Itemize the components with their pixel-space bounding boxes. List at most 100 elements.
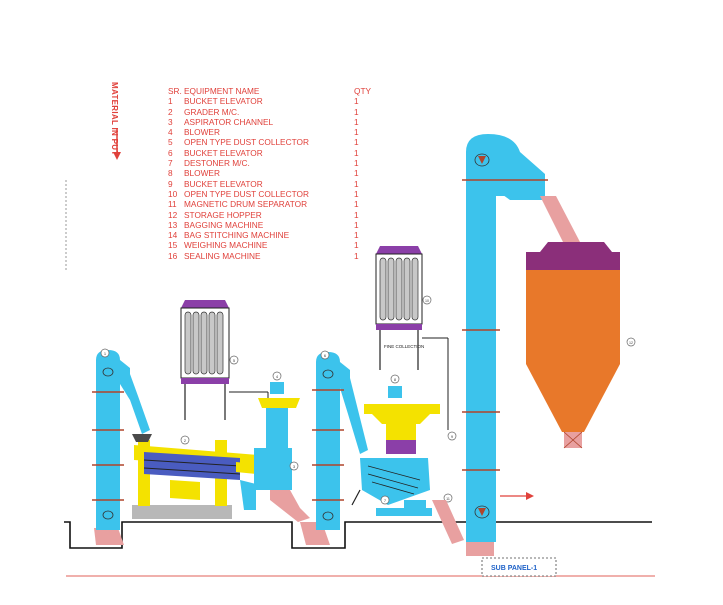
- legend-row: 3 ASPIRATOR CHANNEL 1: [168, 117, 368, 127]
- marker-8-circle: [390, 374, 400, 384]
- legend-sr: 2: [168, 106, 173, 117]
- legend-name: OPEN TYPE DUST COLLECTOR: [184, 188, 309, 199]
- dust-collector-10: [375, 246, 449, 430]
- legend-name: BUCKET ELEVATOR: [184, 178, 263, 189]
- legend-name: BAGGING MACHINE: [184, 219, 264, 230]
- legend-header-sr: SR.: [168, 86, 182, 96]
- fine-collection-label: FINE COLLECTION: [384, 344, 424, 349]
- material-input-arrow: [113, 128, 121, 160]
- legend-row: 5 OPEN TYPE DUST COLLECTOR 1: [168, 137, 368, 147]
- legend-qty: 1: [354, 137, 359, 148]
- legend-qty: 1: [354, 240, 359, 251]
- ground-line: [64, 521, 652, 549]
- legend-row: 15 WEIGHING MACHINE 1: [168, 240, 368, 250]
- legend-row: 13 BAGGING MACHINE 1: [168, 220, 368, 230]
- legend-name: BLOWER: [184, 127, 220, 138]
- legend-qty: 1: [354, 230, 359, 241]
- marker-9-text: 9: [451, 434, 454, 439]
- blower-4: [258, 382, 300, 408]
- discharge-chute: [432, 500, 464, 544]
- marker-6-text: 6: [324, 353, 327, 358]
- marker-10-circle: [422, 295, 432, 305]
- legend-qty: 1: [354, 116, 359, 127]
- output-arrow: [500, 492, 534, 500]
- marker-8-text: 8: [394, 377, 397, 382]
- storage-hopper-12: [526, 196, 620, 449]
- destoner-machine-7: [351, 424, 432, 516]
- legend-qty: 1: [354, 219, 359, 230]
- legend-sr: 14: [168, 230, 178, 241]
- legend-sr: 6: [168, 147, 173, 158]
- legend-sr: 4: [168, 127, 173, 138]
- marker-3-text: 3: [293, 464, 296, 469]
- marker-5-circle: [229, 355, 239, 365]
- material-input-label-group: MATERIAL IN PUT: [108, 82, 126, 160]
- legend-sr: 16: [168, 250, 178, 261]
- legend-sr: 11: [168, 199, 177, 210]
- marker-12-circle: [626, 337, 636, 347]
- legend-header-qty: QTY: [354, 86, 372, 96]
- legend-row: 16 SEALING MACHINE 1: [168, 251, 368, 261]
- legend-qty: 1: [354, 250, 359, 261]
- legend-name: STORAGE HOPPER: [184, 209, 262, 220]
- aspirator-channel-3: [240, 408, 310, 522]
- legend-sr: 13: [168, 219, 178, 230]
- legend-qty: 1: [354, 168, 359, 179]
- dust-collector-5: [180, 300, 269, 420]
- marker-5-text: 5: [233, 358, 236, 363]
- marker-7-circle: [380, 495, 390, 505]
- bucket-elevator-9: [462, 134, 548, 556]
- legend-name: ASPIRATOR CHANNEL: [184, 116, 274, 127]
- marker-9-circle: [447, 431, 457, 441]
- bucket-elevator-6: [300, 352, 368, 545]
- marker-2-text: 2: [184, 438, 187, 443]
- legend-header: SR. EQUIPMENT NAME QTY: [168, 86, 372, 96]
- legend-qty: 1: [354, 209, 359, 220]
- legend-qty: 1: [354, 188, 359, 199]
- legend-name: MAGNETIC DRUM SEPARATOR: [184, 199, 308, 210]
- legend-qty: 1: [354, 127, 359, 138]
- legend-name: DESTONER M/C.: [184, 158, 250, 169]
- blower-8: [364, 386, 440, 424]
- legend-sr: 1: [168, 96, 173, 107]
- legend-row: 7 DESTONER M/C. 1: [168, 158, 368, 168]
- marker-12-text: 12: [629, 341, 633, 345]
- legend-row: 2 GRADER M/C. 1: [168, 107, 368, 117]
- legend-qty: 1: [354, 199, 359, 210]
- legend-sr: 5: [168, 137, 173, 148]
- legend-sr: 8: [168, 168, 173, 179]
- sub-panel-label: SUB PANEL-1: [491, 565, 537, 572]
- legend-header-name: EQUIPMENT NAME: [184, 86, 260, 96]
- legend-name: BUCKET ELEVATOR: [184, 147, 263, 158]
- legend-qty: 1: [354, 96, 359, 107]
- legend-sr: 10: [168, 188, 178, 199]
- legend-name: WEIGHING MACHINE: [184, 240, 268, 251]
- marker-1-circle: [100, 348, 110, 358]
- legend-name: OPEN TYPE DUST COLLECTOR: [184, 137, 309, 148]
- marker-7-text: 7: [384, 498, 387, 503]
- legend-qty: 1: [354, 178, 359, 189]
- marker-4-circle: [272, 371, 282, 381]
- grader-machine: [132, 434, 258, 519]
- marker-10-text: 10: [425, 299, 429, 303]
- legend-row: 6 BUCKET ELEVATOR 1: [168, 148, 368, 158]
- legend-sr: 15: [168, 240, 178, 251]
- legend-name: SEALING MACHINE: [184, 250, 261, 261]
- marker-3-circle: [289, 461, 299, 471]
- legend-sr: 7: [168, 158, 173, 169]
- legend-qty: 1: [354, 147, 359, 158]
- legend-sr: 3: [168, 116, 173, 127]
- legend-qty: 1: [354, 106, 359, 117]
- marker-6-circle: [320, 350, 330, 360]
- legend-name: GRADER M/C.: [184, 106, 240, 117]
- legend-qty: 1: [354, 158, 359, 169]
- marker-4-text: 4: [276, 374, 279, 379]
- legend-row: 4 BLOWER 1: [168, 127, 368, 137]
